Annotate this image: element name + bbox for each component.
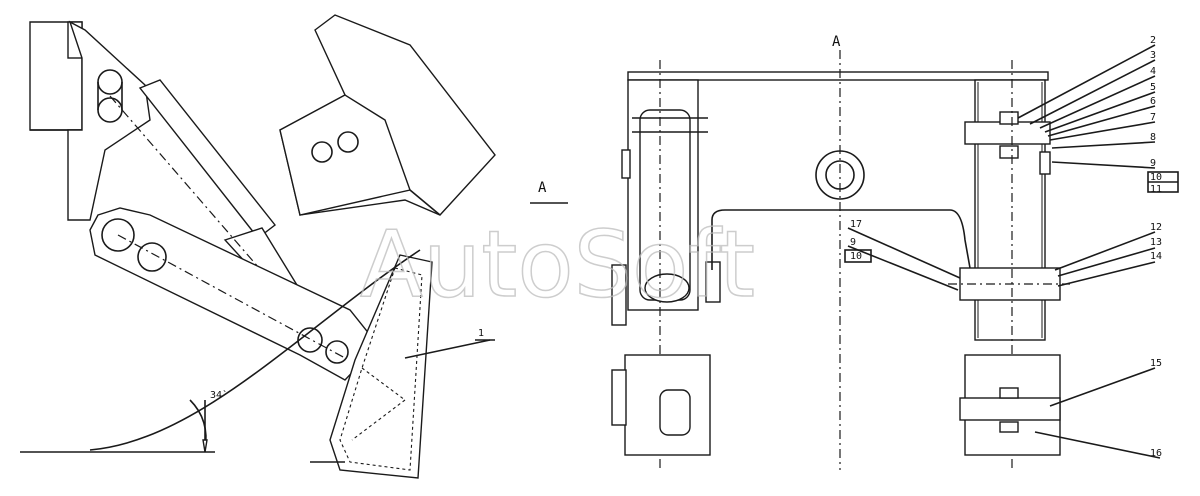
angle-label: 34`	[210, 389, 228, 401]
view-label: A	[832, 34, 841, 50]
callout-mid-10: 10	[850, 251, 862, 262]
callout-8: 8	[1150, 132, 1156, 143]
callout-16: 16	[1150, 448, 1162, 459]
callout-6: 6	[1150, 96, 1156, 107]
ripper-tooth	[329, 254, 433, 479]
callout-12: 12	[1150, 222, 1162, 233]
callout-2: 2	[1150, 35, 1156, 46]
view-a	[530, 44, 1179, 470]
callout-7: 7	[1150, 112, 1156, 123]
side-view	[20, 14, 496, 479]
callout-3: 3	[1150, 50, 1156, 61]
arm-pin-hole	[297, 327, 323, 353]
upper-clamp	[279, 94, 411, 216]
bracket	[67, 20, 151, 221]
cylinder-body	[138, 79, 276, 239]
callout-mid-17: 17	[850, 219, 862, 230]
callout-4: 4	[1150, 66, 1156, 77]
callout-5: 5	[1150, 82, 1156, 93]
upper-pin	[964, 121, 1051, 145]
lower-pin	[959, 397, 1061, 421]
callout-13: 13	[1150, 237, 1162, 248]
hose	[711, 209, 971, 270]
callout-11: 11	[1150, 184, 1162, 195]
callout-mid-9: 9	[850, 237, 856, 248]
clamp-hole	[337, 131, 359, 153]
section-label: A	[538, 180, 547, 196]
arm-pin-hole	[325, 340, 349, 364]
clamp-hole	[311, 141, 333, 163]
callout-9: 9	[1150, 158, 1156, 169]
watermark: AutoSoft	[360, 211, 755, 318]
sweep-arc	[89, 249, 421, 451]
callout-10: 10	[1150, 172, 1162, 183]
callout-labels-mid: 17 9 10	[850, 219, 862, 262]
callout-14: 14	[1150, 251, 1162, 262]
arm-pin-hole	[137, 242, 167, 272]
top-frame	[627, 71, 1049, 81]
callout-15: 15	[1150, 358, 1162, 369]
arm-pin-hole	[101, 218, 135, 252]
part-label-1: 1	[478, 328, 484, 339]
